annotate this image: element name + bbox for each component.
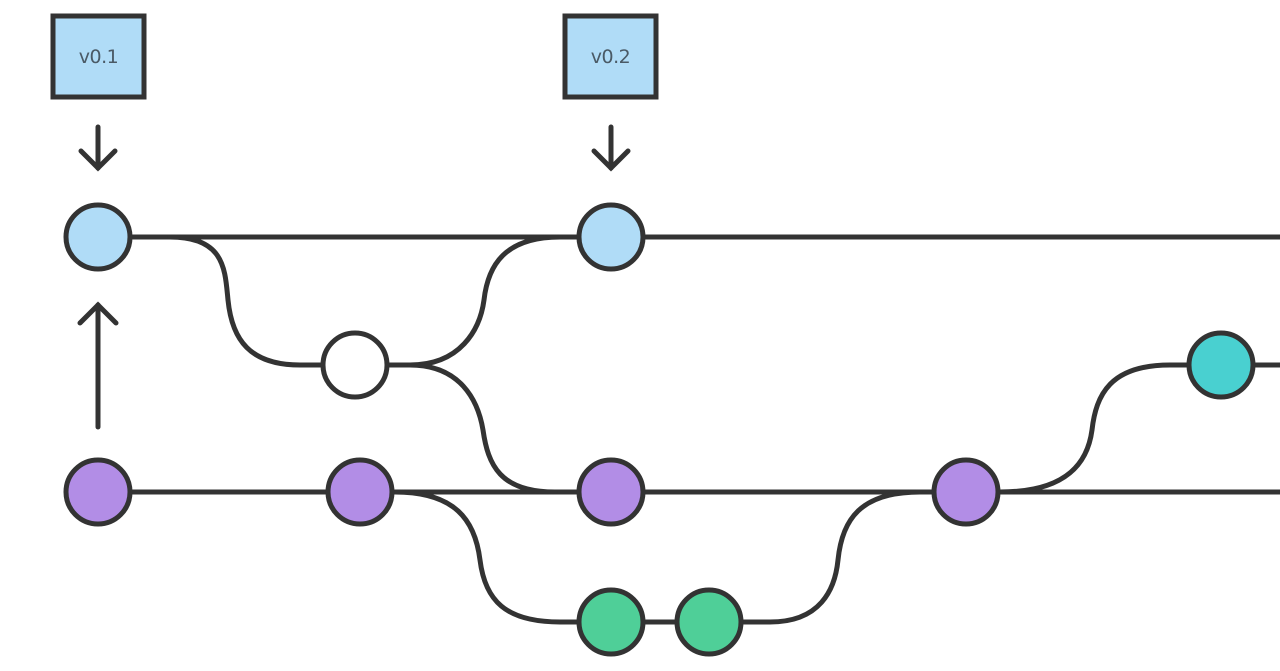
hotfix-branch-curve [167, 234, 358, 368]
tag-v02-label: v0.2 [591, 46, 630, 68]
release-commit-1 [1186, 330, 1256, 400]
commits [63, 202, 1256, 657]
feature-commit-2 [674, 587, 744, 657]
hotfix-merge-develop-curve [407, 362, 558, 495]
develop-commit-3 [576, 457, 646, 527]
hotfix-commit-1 [320, 330, 390, 400]
hotfix-merge-main-curve [352, 234, 563, 368]
main-commit-1 [63, 202, 133, 272]
main-commit-2 [576, 202, 646, 272]
release-branch-curve [997, 362, 1280, 495]
develop-commit-4 [931, 457, 1001, 527]
tag-v01-arrow-head [78, 148, 118, 172]
feature-branch-curve [392, 489, 713, 625]
feature-commit-1 [576, 587, 646, 657]
tag-v01: v0.1 [50, 13, 147, 100]
tag-v02-arrow-head [591, 148, 631, 172]
develop-commit-2 [325, 457, 395, 527]
branch-lines [77, 124, 1280, 625]
feature-merge-curve [707, 489, 923, 625]
tag-v01-label: v0.1 [79, 46, 118, 68]
develop-to-main-arrow-head [77, 301, 119, 326]
tag-v02: v0.2 [562, 13, 659, 100]
develop-commit-1 [63, 457, 133, 527]
